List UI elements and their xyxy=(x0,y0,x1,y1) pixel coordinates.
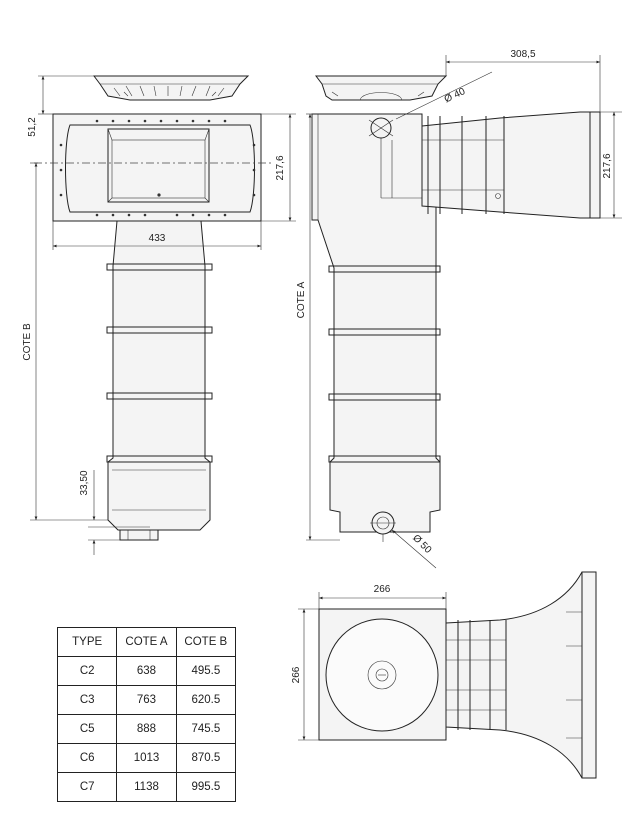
front-lid xyxy=(93,75,250,101)
table-cell-cote-b: 995.5 xyxy=(175,772,237,802)
dim-side-depth: 308,5 xyxy=(510,49,535,60)
dim-front-bottom: 33,50 xyxy=(79,470,90,495)
side-outlet xyxy=(421,111,601,219)
table-cell-cote-b: 620.5 xyxy=(175,685,237,715)
dim-front-width: 433 xyxy=(149,233,166,244)
table-cell-cote-b: 495.5 xyxy=(175,656,237,686)
table-cell-cote-a: 1013 xyxy=(116,743,177,773)
dim-side-cote-a: COTE A xyxy=(296,281,307,318)
table-cell-cote-a: 763 xyxy=(116,685,177,715)
dim-side-height-mouth: 217,6 xyxy=(602,153,613,178)
type-dimension-table: TYPE COTE A COTE B C2 638 495.5 C3 763 6… xyxy=(56,627,237,802)
table-cell-type: C2 xyxy=(56,656,118,686)
table-header-cote-b: COTE B xyxy=(175,627,237,657)
table-cell-type: C5 xyxy=(56,714,118,744)
dim-side-pipe-top: Ø 40 xyxy=(443,86,468,105)
table-cell-cote-a: 1138 xyxy=(116,772,177,802)
table-row: C3 763 620.5 xyxy=(56,685,237,715)
table-cell-type: C6 xyxy=(56,743,118,773)
front-view: 51,2 217,6 433 COTE B 33,50 xyxy=(22,75,296,555)
mouth-screw-holes xyxy=(59,119,256,217)
table-cell-type: C7 xyxy=(56,772,118,802)
plan-view: 266 266 xyxy=(291,571,597,779)
table-cell-type: C3 xyxy=(56,685,118,715)
dim-front-cote-b: COTE B xyxy=(22,323,33,361)
table-cell-cote-b: 870.5 xyxy=(175,743,237,773)
table-row: C6 1013 870.5 xyxy=(56,743,237,773)
side-body xyxy=(311,113,441,542)
plan-dimensions: 266 266 xyxy=(291,584,447,741)
front-mouth xyxy=(34,113,272,222)
front-dimensions: 51,2 217,6 433 COTE B 33,50 xyxy=(22,75,296,555)
dim-plan-width: 266 xyxy=(374,584,391,595)
side-lid xyxy=(315,75,448,101)
table-row: C5 888 745.5 xyxy=(56,714,237,744)
dim-plan-height: 266 xyxy=(291,666,302,683)
side-view: 308,5 Ø 40 217,6 COTE A Ø 50 xyxy=(296,49,622,569)
table-cell-cote-a: 638 xyxy=(116,656,177,686)
dim-front-height-top: 51,2 xyxy=(27,117,38,137)
table-header-cote-a: COTE A xyxy=(116,627,177,657)
front-body xyxy=(106,220,213,541)
dim-side-pipe-bottom: Ø 50 xyxy=(410,533,433,556)
table-row: C7 1138 995.5 xyxy=(56,772,237,802)
dim-front-height-mouth: 217,6 xyxy=(275,155,286,180)
table-header-row: TYPE COTE A COTE B xyxy=(56,627,237,657)
table-row: C2 638 495.5 xyxy=(56,656,237,686)
table-cell-cote-b: 745.5 xyxy=(175,714,237,744)
table-header-type: TYPE xyxy=(56,627,118,657)
table-cell-cote-a: 888 xyxy=(116,714,177,744)
